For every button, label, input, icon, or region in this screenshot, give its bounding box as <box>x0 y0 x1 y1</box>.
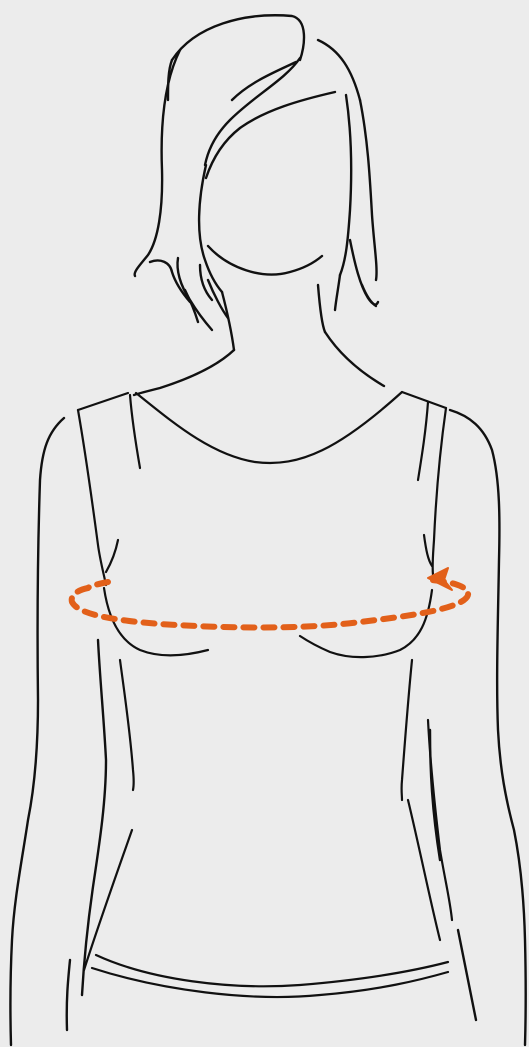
hair-outline <box>135 15 378 330</box>
arrowhead-left-icon <box>428 568 452 590</box>
underbust-measure-loop <box>72 568 468 628</box>
arms-outline <box>10 410 525 1045</box>
tank-top-outline <box>78 392 452 997</box>
